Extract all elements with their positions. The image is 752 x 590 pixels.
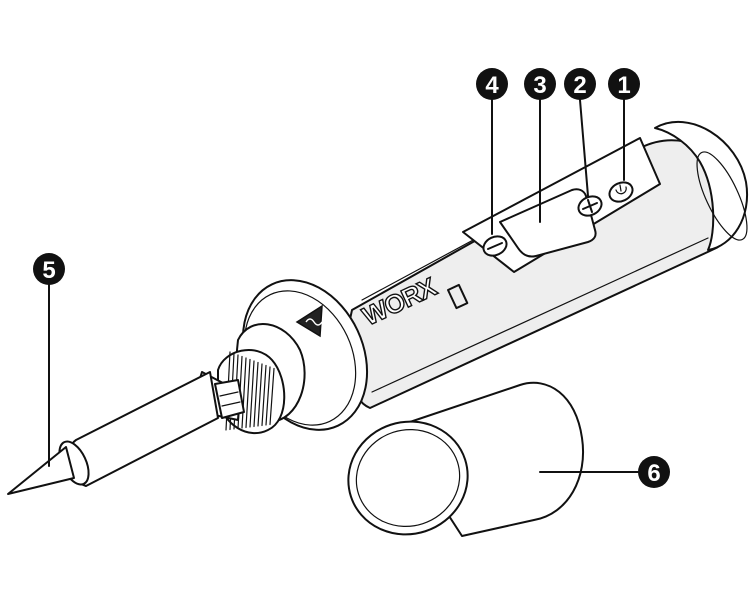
handle-body xyxy=(345,121,749,409)
plus-button[interactable] xyxy=(575,193,604,219)
callout-2: 2 xyxy=(564,68,596,100)
callout-3: 3 xyxy=(524,68,556,100)
display-screen xyxy=(499,188,597,258)
minus-icon xyxy=(487,242,503,250)
callout-1: 1 xyxy=(608,68,640,100)
callout-5: 5 xyxy=(33,253,65,285)
plus-icon xyxy=(582,199,598,213)
power-icon xyxy=(615,184,627,195)
minus-button[interactable] xyxy=(480,233,509,259)
callout-5-label: 5 xyxy=(42,257,55,284)
soldering-tip xyxy=(7,371,219,495)
callout-6: 6 xyxy=(638,456,670,488)
leader-lines xyxy=(48,99,639,473)
hot-surface-warning-icon xyxy=(295,304,323,338)
callout-6-label: 6 xyxy=(647,460,660,487)
protective-cap xyxy=(347,381,585,537)
callout-1-label: 1 xyxy=(617,72,630,99)
callout-2-label: 2 xyxy=(573,72,586,99)
power-button[interactable] xyxy=(606,179,635,205)
callout-3-label: 3 xyxy=(533,72,546,99)
callout-4: 4 xyxy=(476,68,508,100)
callout-4-label: 4 xyxy=(485,72,499,99)
